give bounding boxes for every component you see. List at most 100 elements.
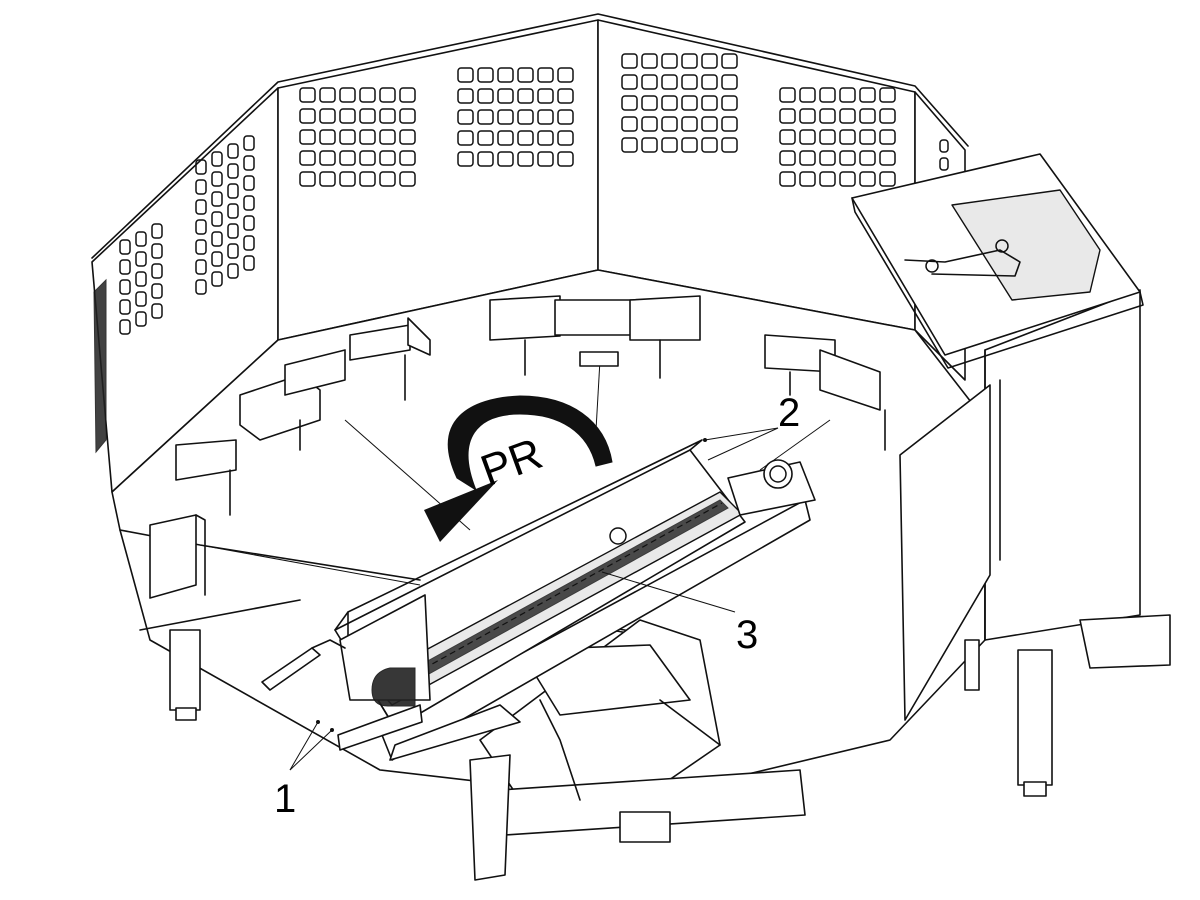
perforation-hole [721, 137, 738, 153]
perforation-hole [799, 87, 816, 103]
perforation-hole [701, 74, 718, 90]
perforation-hole [477, 151, 494, 167]
perforation-hole [227, 183, 239, 199]
perforation-hole [211, 211, 223, 227]
perforation-hole [319, 108, 336, 124]
perforation-hole [135, 291, 147, 307]
perforation-hole [151, 243, 163, 259]
perforation-hole [701, 95, 718, 111]
perforation-hole [359, 108, 376, 124]
perforation-hole [211, 251, 223, 267]
perforation-hole [151, 303, 163, 319]
perforation-hole [243, 195, 255, 211]
callout-1: 1 [274, 777, 296, 821]
perforation-hole [799, 129, 816, 145]
perforation-hole [517, 67, 534, 83]
perforation-hole [227, 203, 239, 219]
callout-3: 3 [736, 613, 758, 657]
perforation-hole [119, 259, 131, 275]
perforation-hole [243, 255, 255, 271]
perforation-hole [497, 130, 514, 146]
perforation-hole [537, 151, 554, 167]
perforation-hole [227, 243, 239, 259]
perforation-hole [457, 151, 474, 167]
perforation-hole [681, 116, 698, 132]
perforation-hole [681, 137, 698, 153]
perforation-hole [819, 108, 836, 124]
perforation-hole [661, 137, 678, 153]
perforation-hole [227, 163, 239, 179]
perforation-hole [359, 87, 376, 103]
perforation-hole [195, 159, 207, 175]
perforation-hole [721, 53, 738, 69]
perforation-hole [779, 150, 796, 166]
perforation-hole [721, 74, 738, 90]
perforation-hole [119, 319, 131, 335]
perforation-hole [839, 150, 856, 166]
perforation-hole [701, 137, 718, 153]
callout-2: 2 [778, 391, 800, 435]
perforation-hole [211, 171, 223, 187]
perforation-hole [879, 150, 896, 166]
perforation-hole [243, 235, 255, 251]
perforation-hole [319, 87, 336, 103]
perforation-hole [537, 130, 554, 146]
linear-actuator [261, 439, 816, 761]
perforation-hole [537, 109, 554, 125]
perforation-hole [195, 179, 207, 195]
perforation-hole [661, 74, 678, 90]
perforation-hole [497, 67, 514, 83]
right-cabinet [851, 153, 1171, 721]
perforation-hole [641, 53, 658, 69]
perforation-hole [681, 53, 698, 69]
perforation-hole [839, 108, 856, 124]
perforation-hole [517, 88, 534, 104]
perforation-hole [457, 130, 474, 146]
perforation-hole [621, 116, 638, 132]
perforation-hole [779, 108, 796, 124]
perforation-hole [819, 150, 836, 166]
perforation-hole [859, 87, 876, 103]
perforation-hole [859, 171, 876, 187]
perforation-hole [195, 199, 207, 215]
perforation-hole [227, 263, 239, 279]
perforation-hole [477, 67, 494, 83]
perforation-hole [135, 231, 147, 247]
perforation-hole [517, 151, 534, 167]
perforation-hole [557, 130, 574, 146]
perforation-hole [299, 87, 316, 103]
perforation-hole [359, 129, 376, 145]
perforation-hole [299, 171, 316, 187]
perforation-hole [641, 74, 658, 90]
perforation-hole [497, 88, 514, 104]
perforation-hole [211, 271, 223, 287]
perforation-hole [819, 129, 836, 145]
perforation-hole [517, 130, 534, 146]
callouts: 1 2 3 [274, 391, 800, 821]
perforation-hole [227, 143, 239, 159]
perforation-hole [135, 251, 147, 267]
perforation-hole [457, 67, 474, 83]
perforation-hole [661, 116, 678, 132]
perforation-hole [339, 87, 356, 103]
perforation-hole [399, 87, 416, 103]
perforation-hole [135, 311, 147, 327]
perforation-hole [621, 53, 638, 69]
perforation-hole [799, 171, 816, 187]
perforation-hole [379, 129, 396, 145]
perforation-hole [243, 175, 255, 191]
perforation-hole [641, 95, 658, 111]
perforation-hole [799, 150, 816, 166]
perforation-hole [537, 67, 554, 83]
turntable [469, 619, 806, 881]
perforation-hole [701, 53, 718, 69]
perforation-hole [477, 109, 494, 125]
perforation-hole [243, 135, 255, 151]
perforation-hole [859, 108, 876, 124]
perforation-hole [151, 263, 163, 279]
perforation-hole [211, 231, 223, 247]
perforation-hole [879, 87, 896, 103]
perforation-hole [379, 108, 396, 124]
